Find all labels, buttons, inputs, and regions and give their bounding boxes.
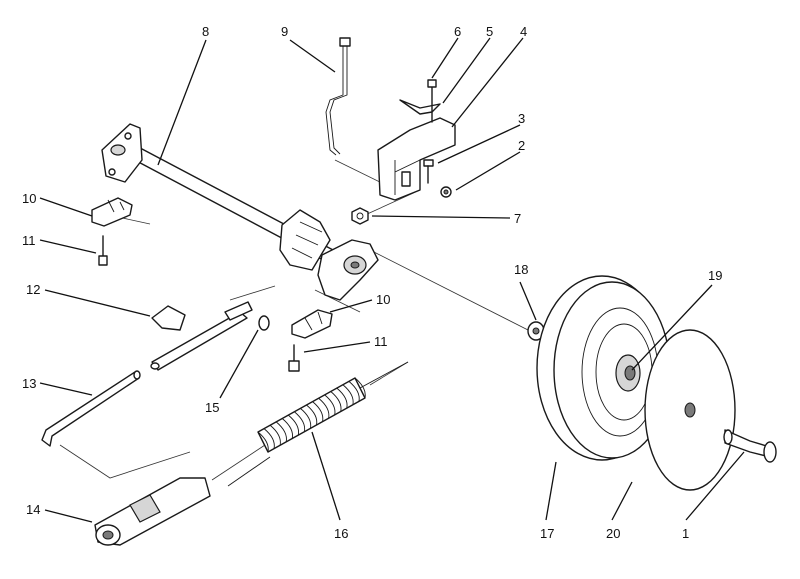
height-adjust-plate xyxy=(279,209,331,271)
bolt-right xyxy=(423,159,434,184)
pin-rod xyxy=(41,370,141,447)
callout-9: 9 xyxy=(281,24,288,39)
callout-4: 4 xyxy=(520,24,527,39)
callout-1: 1 xyxy=(682,526,689,541)
callout-16: 16 xyxy=(334,526,348,541)
pivot-plate xyxy=(317,239,379,301)
nut xyxy=(351,207,369,225)
callout-6: 6 xyxy=(454,24,461,39)
bolt-lower xyxy=(288,344,300,372)
callout-3: 3 xyxy=(518,111,525,126)
callout-7: 7 xyxy=(514,211,521,226)
hubcap xyxy=(644,329,736,491)
callout-11-right: 11 xyxy=(374,334,388,349)
wheel xyxy=(536,275,671,461)
tube-bushing xyxy=(94,477,211,546)
mount-bracket xyxy=(377,117,456,201)
callout-15: 15 xyxy=(205,400,219,415)
lever-arm xyxy=(150,301,253,371)
shoulder-bolt xyxy=(723,429,777,463)
callout-10-left: 10 xyxy=(22,191,36,206)
leader-lines xyxy=(39,37,745,523)
callout-17: 17 xyxy=(540,526,554,541)
clip-and-screw xyxy=(399,79,441,123)
retaining-ring xyxy=(258,315,270,331)
callout-20: 20 xyxy=(606,526,620,541)
callout-2: 2 xyxy=(518,138,525,153)
callout-10-right: 10 xyxy=(376,292,390,307)
spring xyxy=(227,361,409,487)
callout-18: 18 xyxy=(514,262,528,277)
bolt-left xyxy=(98,235,108,266)
callout-14: 14 xyxy=(26,502,40,517)
height-rod xyxy=(325,37,351,156)
callout-13: 13 xyxy=(22,376,36,391)
bracket-left xyxy=(91,197,133,227)
lever-knob xyxy=(151,305,186,331)
callout-labels: 8 9 6 5 4 3 2 7 10 11 12 10 11 13 15 14 … xyxy=(22,24,722,541)
bracket-right xyxy=(291,309,333,339)
callout-19: 19 xyxy=(708,268,722,283)
callout-11-left: 11 xyxy=(22,233,36,248)
callout-12: 12 xyxy=(26,282,40,297)
callout-5: 5 xyxy=(486,24,493,39)
washer-small xyxy=(440,186,452,198)
callout-8: 8 xyxy=(202,24,209,39)
